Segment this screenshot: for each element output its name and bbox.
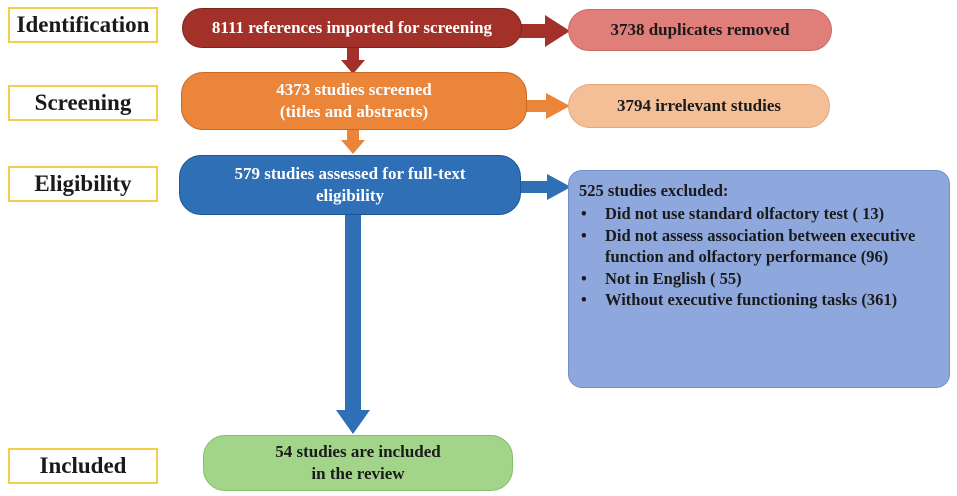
assessed-box: 579 studies assessed for full-text eligi… [179, 155, 521, 215]
excluded-reason: Did not use standard olfactory test ( 13… [579, 203, 939, 225]
stage-eligibility: Eligibility [8, 166, 158, 202]
excluded-box: 525 studies excluded: Did not use standa… [568, 170, 950, 388]
excluded-reason: Not in English ( 55) [579, 268, 939, 290]
arrow-to-included [336, 214, 370, 434]
screened-line1: 4373 studies screened [276, 79, 432, 99]
included-line1: 54 studies are included [275, 441, 441, 461]
excluded-reason: Did not assess association between execu… [579, 225, 939, 268]
duplicates-text: 3738 duplicates removed [610, 19, 790, 39]
stage-identification: Identification [8, 7, 158, 43]
arrow-to-irrelevant [522, 93, 570, 119]
assessed-line2: eligibility [315, 186, 384, 205]
excluded-reason: Without executive functioning tasks (361… [579, 289, 939, 311]
arrow-to-excluded [517, 174, 571, 200]
irrelevant-box: 3794 irrelevant studies [568, 84, 830, 128]
arrow-to-assessed [341, 129, 365, 154]
stage-screening: Screening [8, 85, 158, 121]
irrelevant-text: 3794 irrelevant studies [616, 95, 781, 115]
duplicates-box: 3738 duplicates removed [568, 9, 832, 51]
assessed-line1: 579 studies assessed for full-text [234, 163, 466, 183]
arrow-to-screened [341, 46, 365, 74]
arrow-to-duplicates [518, 15, 570, 47]
imported-text: 8111 references imported for screening [211, 17, 493, 37]
excluded-reasons: Did not use standard olfactory test ( 13… [579, 203, 939, 311]
screened-box: 4373 studies screened (titles and abstra… [181, 72, 527, 130]
included-box: 54 studies are included in the review [203, 435, 513, 491]
excluded-heading: 525 studies excluded: [579, 181, 729, 200]
included-line2: in the review [311, 464, 405, 483]
imported-box: 8111 references imported for screening [182, 8, 522, 48]
stage-included: Included [8, 448, 158, 484]
screened-line2: (titles and abstracts) [279, 102, 429, 121]
